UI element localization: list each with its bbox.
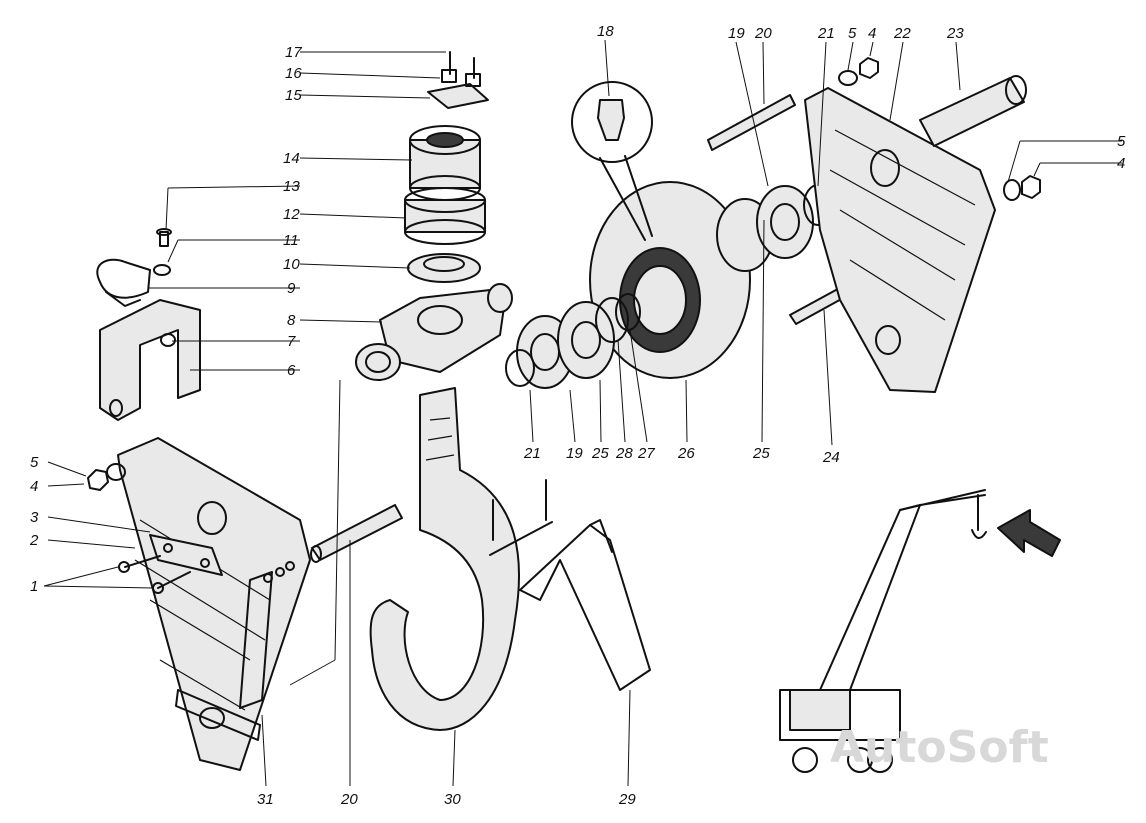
- callout-19-bottom: 19: [566, 445, 583, 462]
- callout-5-right: 5: [1117, 133, 1126, 150]
- ring: [404, 187, 486, 245]
- callout-6: 6: [287, 362, 296, 379]
- callout-31: 31: [257, 791, 274, 808]
- callout-8: 8: [287, 312, 296, 329]
- crosshead: [355, 283, 513, 381]
- callout-4-right: 4: [1117, 155, 1125, 172]
- callout-11: 11: [283, 232, 299, 249]
- shaft-23: [919, 75, 1027, 147]
- callout-14: 14: [283, 150, 300, 167]
- callout-13: 13: [283, 178, 300, 195]
- clip: [96, 258, 151, 307]
- callout-30: 30: [444, 791, 461, 808]
- bearing-stack-right: [716, 184, 833, 272]
- lock-plate: [149, 534, 223, 576]
- nut-washer-right: [1003, 175, 1041, 201]
- sling: [489, 479, 651, 691]
- callout-12: 12: [283, 206, 300, 223]
- callout-20-top: 20: [754, 25, 772, 42]
- callout-labels: 17 16 15 14 13 12 11 10 9 8 7 6 5 4 3 2 …: [29, 23, 1126, 808]
- callout-18: 18: [597, 23, 614, 40]
- callout-5-top: 5: [848, 25, 857, 42]
- pin-20-top: [707, 94, 796, 151]
- side-plate-left: [117, 437, 311, 771]
- side-plate-right: [804, 87, 996, 393]
- callout-27: 27: [637, 445, 655, 462]
- callout-21-top: 21: [817, 25, 835, 42]
- leader-lines: [43, 39, 1122, 787]
- callout-25-bottom: 25: [591, 445, 609, 462]
- lock-plate-15-16: [427, 51, 489, 109]
- callout-28: 28: [615, 445, 633, 462]
- callout-1: 1: [30, 578, 38, 595]
- grease-nipple-icon: [571, 81, 653, 241]
- callout-10: 10: [283, 256, 300, 273]
- nut-washer-left: [87, 463, 126, 491]
- callout-5-left: 5: [30, 454, 39, 471]
- callout-4-top: 4: [868, 25, 876, 42]
- callout-29: 29: [618, 791, 636, 808]
- watermark: AutoSoft: [830, 722, 1049, 773]
- callout-7: 7: [287, 333, 296, 350]
- callout-16: 16: [285, 65, 302, 82]
- callout-23: 23: [946, 25, 964, 42]
- callout-22: 22: [893, 25, 911, 42]
- callout-4-left: 4: [30, 478, 38, 495]
- bearing-stack-left: [505, 293, 641, 389]
- callout-2: 2: [29, 532, 39, 549]
- hook-icon: [369, 387, 520, 731]
- crane-icon: [779, 489, 987, 773]
- callout-25-right: 25: [752, 445, 770, 462]
- callout-3: 3: [30, 509, 39, 526]
- arrow-icon: [997, 509, 1061, 557]
- callout-20-bottom: 20: [340, 791, 358, 808]
- thrust-bearing: [407, 253, 481, 283]
- callout-17: 17: [285, 44, 302, 61]
- bracket: [99, 299, 201, 421]
- bolts: [118, 555, 191, 594]
- callout-26: 26: [677, 445, 695, 462]
- callout-19-top: 19: [728, 25, 745, 42]
- screw-13-washer-11: [153, 228, 172, 276]
- callout-21-bottom: 21: [523, 445, 541, 462]
- nut-washer-top: [838, 57, 879, 86]
- callout-9: 9: [287, 280, 296, 297]
- nut-14: [409, 125, 481, 201]
- callout-24: 24: [822, 449, 840, 466]
- pin-20-lower: [310, 504, 403, 563]
- callout-15: 15: [285, 87, 302, 104]
